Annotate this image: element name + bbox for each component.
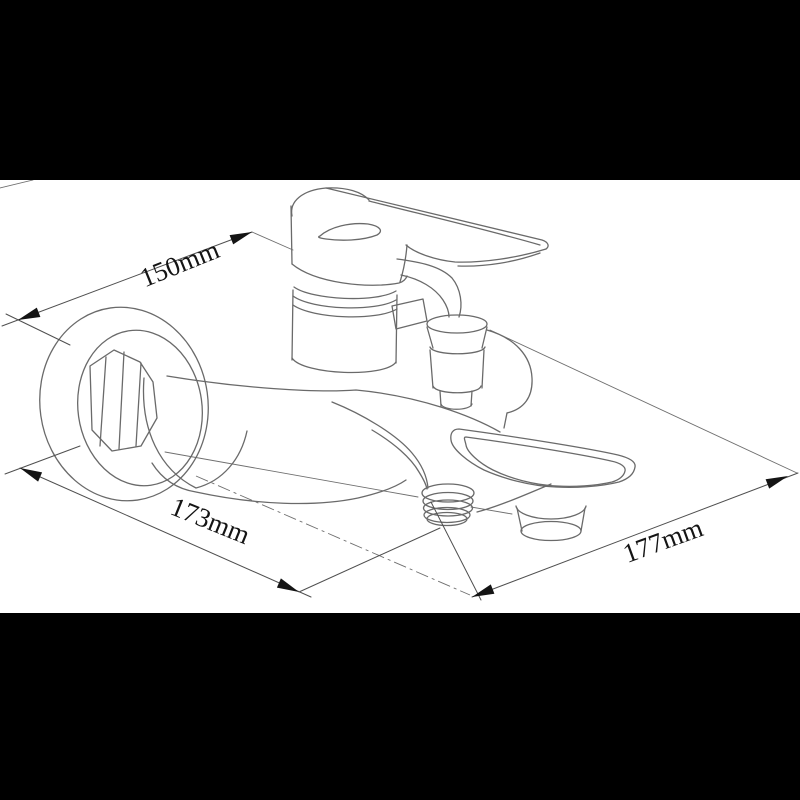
dimension-150: 150mm bbox=[1, 231, 253, 346]
nut-facet bbox=[135, 362, 142, 447]
handle-cap-rim bbox=[291, 187, 370, 217]
body-bottom-edge bbox=[151, 462, 407, 505]
aerator-top-rim bbox=[515, 505, 587, 520]
waterfall-outer-curve bbox=[331, 401, 429, 489]
body-top-edge bbox=[166, 375, 501, 433]
lever-blade-top-edge bbox=[325, 187, 549, 250]
arrowhead-icon bbox=[229, 232, 252, 245]
edge-guide-line bbox=[0, 180, 34, 189]
arrowhead-icon bbox=[472, 584, 495, 597]
waterfall-right-curve bbox=[476, 483, 552, 513]
cartridge-seam bbox=[293, 286, 397, 300]
arrowhead-icon bbox=[20, 468, 43, 482]
diverter-cone-side bbox=[481, 326, 488, 349]
handle-cap-bottom bbox=[291, 263, 408, 286]
dimension-label-150: 150mm bbox=[136, 234, 224, 293]
arrowhead-icon bbox=[765, 476, 788, 489]
arc-bracket bbox=[391, 298, 428, 330]
thread-ring bbox=[422, 499, 474, 517]
lever-blade-thickness bbox=[457, 252, 541, 267]
shroud-edge bbox=[503, 412, 508, 429]
nut-facet bbox=[118, 351, 125, 450]
faucet-body bbox=[142, 375, 501, 505]
lever-blade-under-edge bbox=[405, 244, 547, 263]
arc-inner bbox=[400, 274, 450, 318]
dimension-173: 173mm bbox=[4, 445, 441, 598]
arc-outer bbox=[396, 258, 462, 318]
cartridge-housing bbox=[291, 286, 398, 374]
waterfall-inner-curve bbox=[371, 429, 428, 490]
construction-lines bbox=[0, 180, 798, 596]
flange-outer-ring bbox=[39, 306, 209, 502]
shroud-curve bbox=[486, 329, 533, 414]
arrowhead-icon bbox=[18, 307, 41, 320]
cartridge-side bbox=[395, 294, 398, 364]
letterbox-bottom bbox=[0, 613, 800, 800]
handle-cap-side bbox=[290, 205, 293, 265]
extension-line bbox=[430, 501, 482, 601]
box-top-edge-a bbox=[251, 231, 294, 251]
aerator-side bbox=[516, 507, 523, 532]
dimension-label-177: 177mm bbox=[619, 512, 707, 568]
flange-inner-ring bbox=[77, 329, 203, 487]
plate-outer-edge bbox=[450, 428, 636, 488]
dimension-line bbox=[1, 231, 253, 327]
thread-ring bbox=[426, 511, 468, 527]
diverter-cone-side bbox=[426, 326, 434, 349]
diverter-stem-bottom bbox=[440, 403, 473, 410]
bath-faucet-line-drawing: 150mm 173mm 177mm bbox=[0, 180, 799, 601]
extension-line bbox=[298, 527, 441, 593]
handle-lever bbox=[290, 187, 549, 286]
wall-flange bbox=[39, 306, 209, 502]
centerline bbox=[195, 475, 471, 596]
arrowhead-icon bbox=[276, 578, 299, 592]
diverter-side bbox=[481, 349, 485, 389]
nut-outline bbox=[89, 349, 158, 452]
aerator-outlet bbox=[515, 505, 587, 542]
underbody-line-a bbox=[164, 451, 419, 498]
spout-top-plate bbox=[450, 428, 636, 488]
diverter-arc bbox=[391, 258, 533, 429]
box-top-edge-b bbox=[489, 329, 798, 474]
cartridge-seam bbox=[292, 304, 398, 318]
diverter-top-rim bbox=[426, 314, 488, 334]
shower-hose-outlet bbox=[421, 483, 475, 527]
cartridge-side bbox=[291, 289, 294, 361]
body-left-lobe bbox=[142, 377, 248, 489]
thread-ring bbox=[422, 491, 474, 511]
aerator-bottom-rim bbox=[520, 520, 582, 542]
extension-line bbox=[5, 313, 71, 346]
nut-facet bbox=[99, 356, 107, 447]
dimension-line bbox=[19, 467, 312, 598]
diverter-stem-side bbox=[470, 390, 473, 407]
lever-blade-fold-edge bbox=[368, 200, 541, 246]
lever-finger-recess bbox=[318, 222, 382, 241]
plate-inner-edge bbox=[463, 436, 626, 488]
letterbox-top bbox=[0, 0, 800, 180]
diverter-ring bbox=[432, 385, 482, 394]
handle-cap-front bbox=[399, 244, 408, 283]
diverter-knob bbox=[426, 314, 488, 410]
extension-line bbox=[4, 445, 81, 475]
dimension-177: 177mm bbox=[430, 472, 799, 601]
cartridge-seam bbox=[292, 295, 397, 309]
mounting-nut bbox=[89, 349, 158, 452]
aerator-side bbox=[580, 507, 586, 532]
diverter-side bbox=[429, 349, 434, 389]
cartridge-bottom bbox=[291, 357, 397, 374]
thread-ring bbox=[423, 506, 471, 524]
drawing-canvas: 150mm 173mm 177mm bbox=[0, 180, 800, 613]
thread-ring bbox=[421, 483, 475, 503]
dimension-line bbox=[471, 472, 799, 598]
underbody-line-b bbox=[470, 506, 513, 515]
spout-waterfall bbox=[331, 401, 552, 513]
diverter-ring bbox=[429, 346, 486, 355]
